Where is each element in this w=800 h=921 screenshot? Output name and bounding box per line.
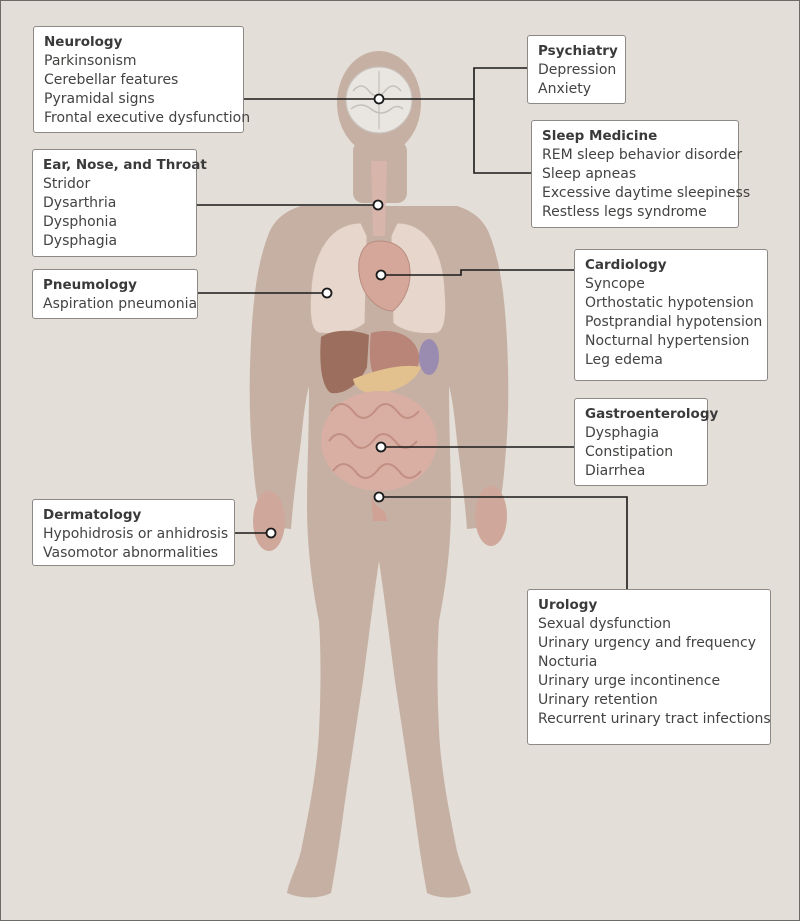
- psychiatry-item: Depression: [538, 62, 617, 78]
- ent-item: Dysphagia: [43, 233, 118, 249]
- ent-item: Dysarthria: [43, 195, 117, 211]
- dermatology-box: Dermatology Hypohidrosis or anhidrosis V…: [32, 499, 235, 566]
- urology-item: Urinary urge incontinence: [538, 673, 721, 689]
- dermatology-item: Vasomotor abnormalities: [43, 545, 219, 561]
- gastroenterology-box: Gastroenterology Dysphagia Constipation …: [574, 398, 719, 486]
- urology-title: Urology: [538, 597, 598, 613]
- sleep-medicine-item: REM sleep behavior disorder: [542, 147, 743, 163]
- sleep-medicine-item: Restless legs syndrome: [542, 204, 707, 220]
- pneumology-item: Aspiration pneumonia: [43, 296, 198, 312]
- intestines-shape: [321, 391, 437, 521]
- cardiology-box: Cardiology Syncope Orthostatic hypotensi…: [574, 249, 768, 381]
- right-hand-shape: [475, 486, 507, 546]
- psychiatry-title: Psychiatry: [538, 43, 618, 59]
- brain-dot: [373, 93, 385, 105]
- left-hand-shape: [253, 491, 285, 551]
- urology-item: Recurrent urinary tract infections: [538, 711, 771, 727]
- dermatology-item: Hypohidrosis or anhidrosis: [43, 526, 229, 542]
- pneumology-box: Pneumology Aspiration pneumonia: [32, 269, 198, 319]
- cardiology-item: Nocturnal hypertension: [585, 333, 750, 349]
- neurology-box: Neurology Parkinsonism Cerebellar featur…: [33, 26, 251, 133]
- urology-item: Urinary urgency and frequency: [538, 635, 757, 651]
- cardiology-item: Leg edema: [585, 352, 663, 368]
- urology-item: Nocturia: [538, 654, 598, 670]
- psychiatry-connector: [379, 67, 527, 100]
- cardiology-item: Syncope: [585, 276, 645, 292]
- pneumology-title: Pneumology: [43, 277, 137, 293]
- spleen-shape: [419, 339, 439, 375]
- sleep-medicine-box: Sleep Medicine REM sleep behavior disord…: [531, 120, 751, 228]
- neurology-item: Parkinsonism: [44, 53, 137, 69]
- gastroenterology-item: Constipation: [585, 444, 674, 460]
- pancreas-shape: [353, 365, 421, 394]
- sleep-medicine-item: Sleep apneas: [542, 166, 637, 182]
- ent-title: Ear, Nose, and Throat: [43, 157, 207, 173]
- cardiology-title: Cardiology: [585, 257, 667, 273]
- cardiology-connector: [381, 269, 574, 276]
- lung-dot: [321, 287, 333, 299]
- sleep-connector: [473, 99, 531, 174]
- ent-box: Ear, Nose, and Throat Stridor Dysarthria…: [32, 149, 207, 257]
- urology-connector: [379, 496, 628, 589]
- neurology-item: Frontal executive dysfunction: [44, 110, 251, 126]
- urology-item: Sexual dysfunction: [538, 616, 671, 632]
- lungs-shape: [309, 222, 447, 334]
- sleep-medicine-item: Excessive daytime sleepiness: [542, 185, 751, 201]
- connector-lines: [197, 67, 628, 589]
- psychiatry-item: Anxiety: [538, 81, 592, 97]
- gastroenterology-title: Gastroenterology: [585, 406, 719, 422]
- bladder-dot: [373, 491, 385, 503]
- intestine-dot: [375, 441, 387, 453]
- trachea-shape: [371, 161, 387, 236]
- gastroenterology-item: Dysphagia: [585, 425, 660, 441]
- cardiology-item: Orthostatic hypotension: [585, 295, 754, 311]
- neurology-title: Neurology: [44, 34, 123, 50]
- psychiatry-box: Psychiatry Depression Anxiety: [527, 35, 626, 104]
- throat-dot: [372, 199, 384, 211]
- gastroenterology-item: Diarrhea: [585, 463, 646, 479]
- urology-item: Urinary retention: [538, 692, 658, 708]
- ent-item: Stridor: [43, 176, 91, 192]
- sleep-medicine-title: Sleep Medicine: [542, 128, 658, 144]
- ent-item: Dysphonia: [43, 214, 118, 230]
- urology-box: Urology Sexual dysfunction Urinary urgen…: [527, 589, 771, 745]
- cardiology-item: Postprandial hypotension: [585, 314, 763, 330]
- neurology-item: Cerebellar features: [44, 72, 179, 88]
- hand-dot: [265, 527, 277, 539]
- neurology-item: Pyramidal signs: [44, 91, 155, 107]
- connector-dots: [265, 93, 387, 539]
- heart-dot: [375, 269, 387, 281]
- dermatology-title: Dermatology: [43, 507, 142, 523]
